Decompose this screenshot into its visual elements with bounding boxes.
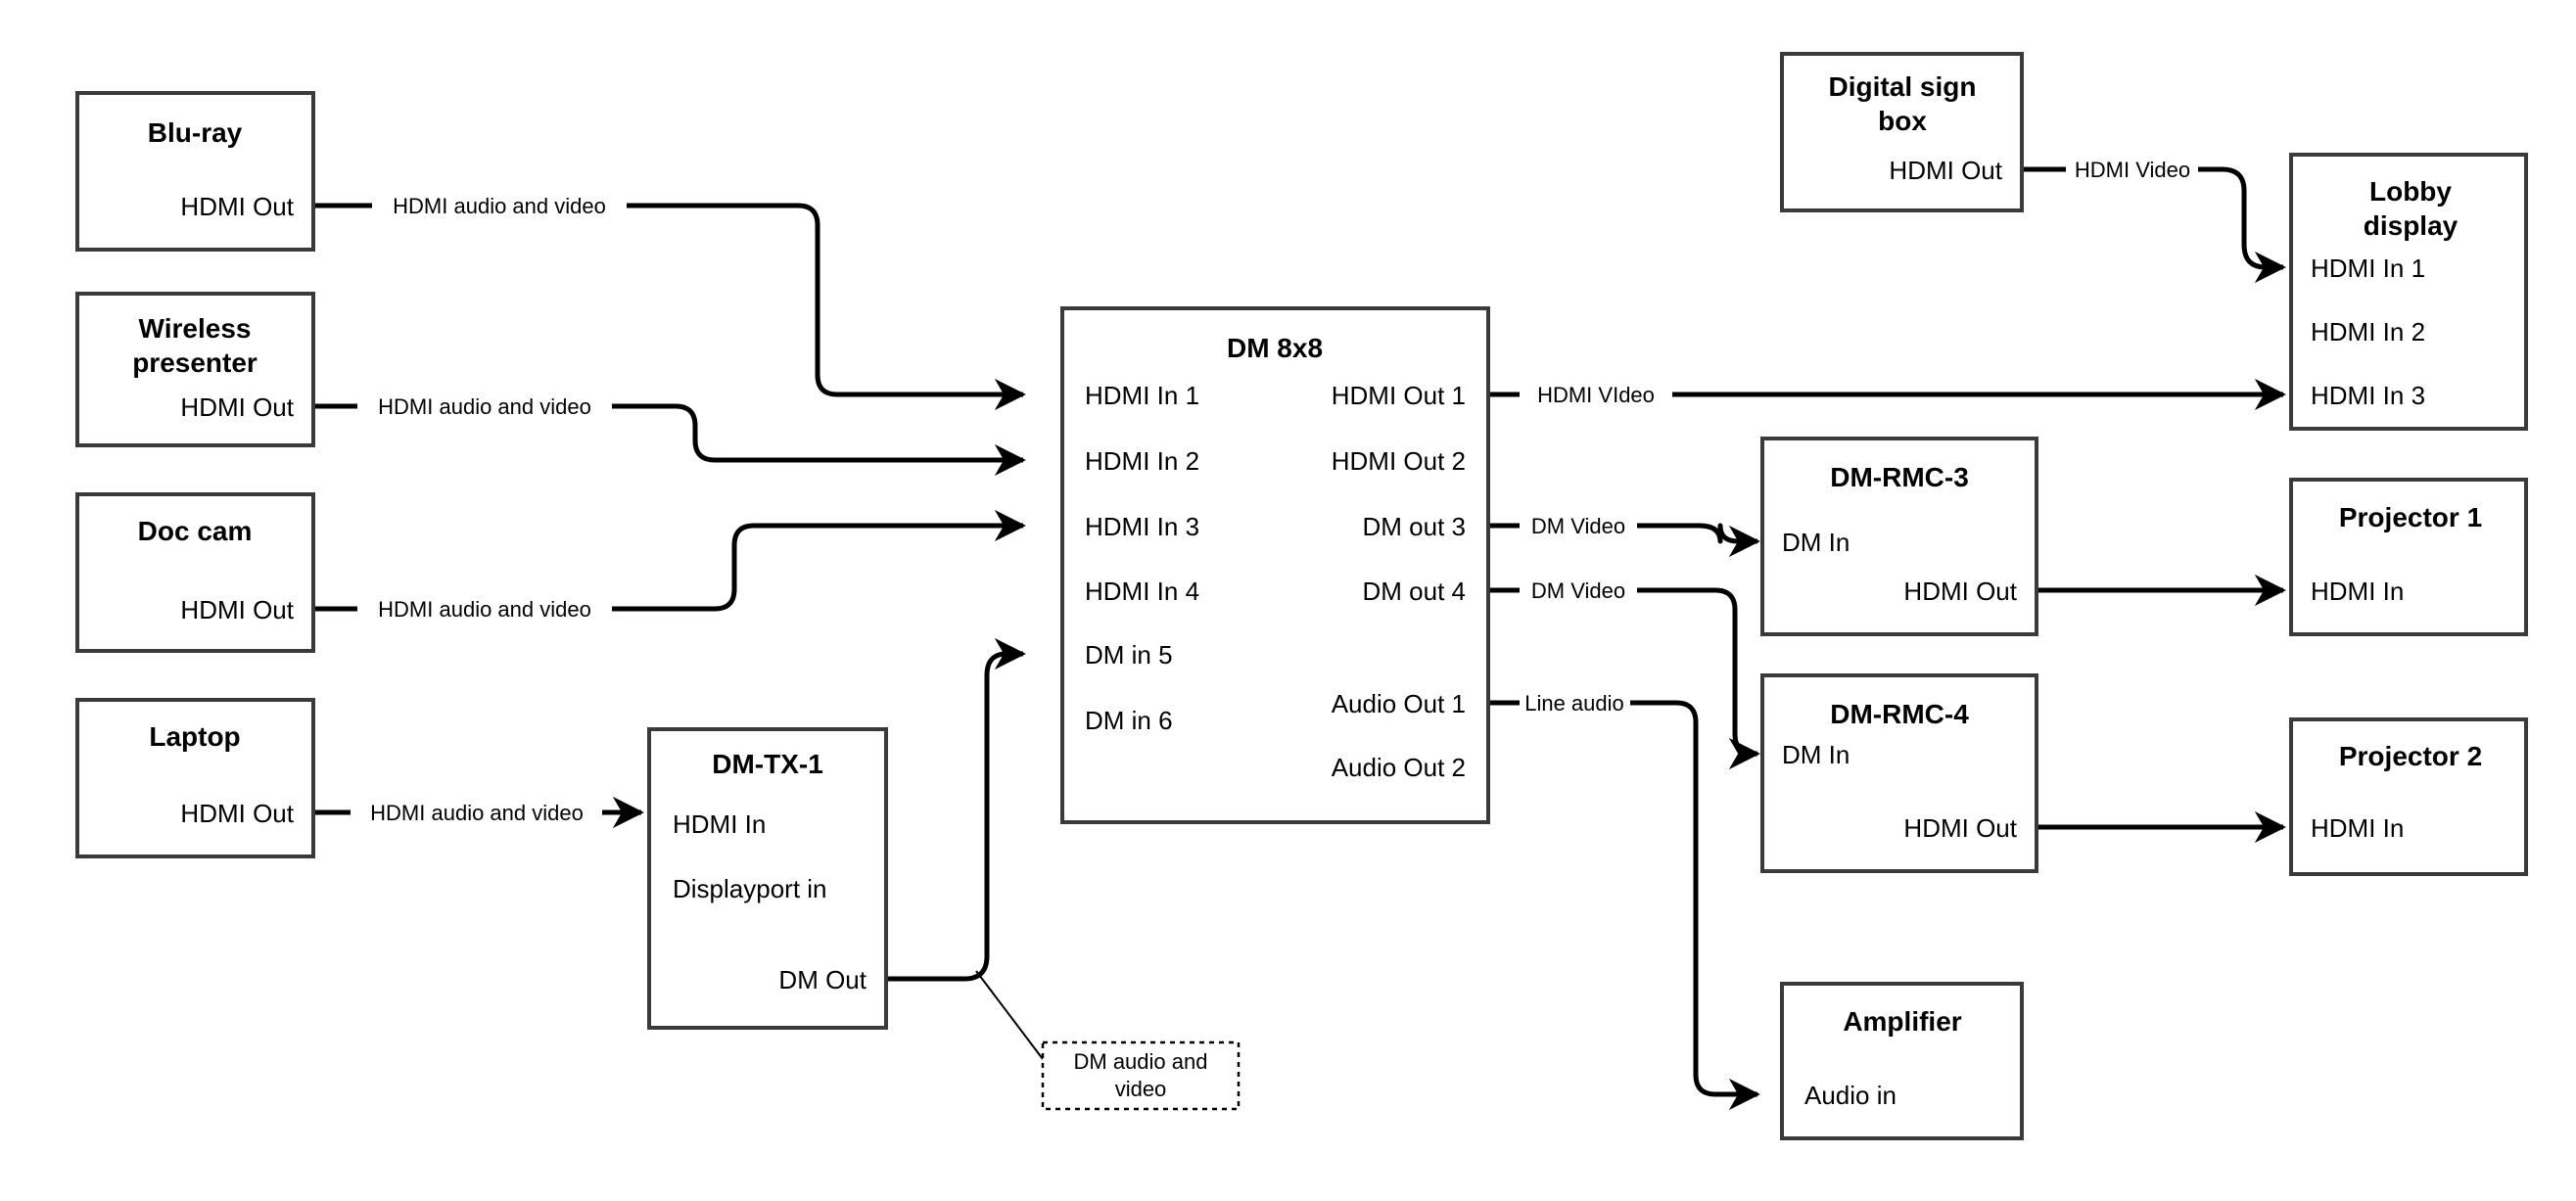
device-dm-rmc-3[interactable]: DM-RMC-3 DM In HDMI Out: [1760, 437, 2038, 636]
device-dm-tx-1-title: DM-TX-1: [712, 749, 823, 779]
link-label-wireless-to-dm8x8: HDMI audio and video: [378, 394, 591, 419]
device-lobby-display[interactable]: Lobby display HDMI In 1 HDMI In 2 HDMI I…: [2289, 153, 2528, 431]
device-laptop-title: Laptop: [149, 721, 240, 752]
leader-dm-audio-video-note: [975, 970, 1044, 1060]
device-projector-2-port-hdmi-in: HDMI In: [2311, 813, 2404, 843]
note-dm-audio-and-video-line2: video: [1115, 1077, 1167, 1101]
link-label-signbox-to-lobby: HDMI Video: [2075, 158, 2190, 182]
note-dm-audio-and-video: DM audio and video: [1041, 1040, 1241, 1111]
note-dm-audio-and-video-box: [1041, 1040, 1241, 1111]
link-label-hdmiout1-to-lobby: HDMI VIdeo: [1537, 383, 1655, 407]
link-label-dmout4-to-rmc4: DM Video: [1531, 578, 1625, 603]
wire-wireless-to-dm8x8: [313, 403, 1023, 460]
device-wireless-presenter-title-line2: presenter: [132, 347, 258, 378]
device-wireless-presenter-port-hdmi-out: HDMI Out: [180, 393, 294, 422]
wire-audioout1-to-amplifier: [1488, 700, 1757, 1094]
device-lobby-display-port-hdmi-in-1: HDMI In 1: [2311, 254, 2425, 283]
device-bluray-title: Blu-ray: [148, 117, 243, 148]
device-projector-1[interactable]: Projector 1 HDMI In: [2289, 478, 2528, 636]
link-label-audioout1-to-amplifier: Line audio: [1524, 691, 1624, 716]
device-amplifier[interactable]: Amplifier Audio in: [1780, 982, 2024, 1140]
device-bluray-port-hdmi-out: HDMI Out: [180, 192, 294, 221]
device-digital-sign-box-title-line2: box: [1878, 106, 1927, 136]
link-label-bluray-to-dm8x8: HDMI audio and video: [393, 194, 606, 218]
device-dm-rmc-4-port-dm-in: DM In: [1782, 740, 1850, 769]
device-dm-rmc-3-port-dm-in: DM In: [1782, 528, 1850, 557]
device-amplifier-box[interactable]: [1780, 982, 2024, 1140]
wire-bluray-to-dm8x8: [313, 203, 1023, 394]
device-dm-8x8-input-5: DM in 5: [1085, 640, 1173, 670]
device-wireless-presenter[interactable]: Wireless presenter HDMI Out: [75, 292, 315, 447]
device-laptop[interactable]: Laptop HDMI Out: [75, 698, 315, 858]
wire-dmtx1-to-dm8x8: [886, 637, 1026, 982]
device-lobby-display-title-line1: Lobby: [2369, 176, 2452, 207]
device-laptop-box[interactable]: [75, 698, 315, 858]
device-dm-8x8-input-2: HDMI In 2: [1085, 446, 1199, 476]
device-dm-rmc-3-title: DM-RMC-3: [1830, 462, 1969, 492]
device-projector-2[interactable]: Projector 2 HDMI In: [2289, 717, 2528, 876]
device-doc-cam-title: Doc cam: [138, 516, 253, 546]
device-dm-tx-1[interactable]: DM-TX-1 HDMI In Displayport in DM Out: [647, 727, 888, 1030]
device-dm-8x8-input-1: HDMI In 1: [1085, 381, 1199, 410]
device-dm-8x8[interactable]: DM 8x8 HDMI In 1 HDMI In 2 HDMI In 3 HDM…: [1060, 306, 1490, 824]
device-digital-sign-box-port-hdmi-out: HDMI Out: [1889, 156, 2002, 185]
device-digital-sign-box[interactable]: Digital sign box HDMI Out: [1780, 52, 2024, 212]
link-label-doccam-to-dm8x8: HDMI audio and video: [378, 597, 591, 622]
wire-signbox-to-lobby: [2022, 166, 2283, 267]
wire-doccam-to-dm8x8: [313, 526, 1023, 612]
device-wireless-presenter-box[interactable]: [75, 292, 315, 447]
device-lobby-display-port-hdmi-in-2: HDMI In 2: [2311, 317, 2425, 346]
device-dm-tx-1-box[interactable]: [647, 727, 888, 1030]
device-projector-2-title: Projector 2: [2339, 741, 2482, 771]
device-dm-rmc-4-box[interactable]: [1760, 673, 2038, 873]
device-projector-1-title: Projector 1: [2339, 502, 2482, 532]
link-label-dmout3-to-rmc3: DM Video: [1531, 514, 1625, 538]
device-projector-2-box[interactable]: [2289, 717, 2528, 876]
device-dm-tx-1-port-dm-out: DM Out: [778, 965, 866, 994]
device-dm-8x8-title: DM 8x8: [1227, 333, 1323, 363]
device-dm-8x8-box[interactable]: [1060, 306, 1490, 824]
device-dm-rmc-3-port-hdmi-out: HDMI Out: [1903, 577, 2017, 606]
device-bluray-box[interactable]: [75, 91, 315, 252]
device-digital-sign-box-title-line1: Digital sign: [1829, 71, 1977, 102]
device-dm-rmc-4-title: DM-RMC-4: [1830, 699, 1969, 729]
device-projector-1-port-hdmi-in: HDMI In: [2311, 577, 2404, 606]
device-dm-rmc-3-box[interactable]: [1760, 437, 2038, 636]
device-dm-rmc-4[interactable]: DM-RMC-4 DM In HDMI Out: [1760, 673, 2038, 873]
device-wireless-presenter-title-line1: Wireless: [139, 313, 252, 344]
device-dm-8x8-output-2: HDMI Out 2: [1332, 446, 1466, 476]
wire-dmout3-to-rmc3: [1488, 526, 1757, 541]
device-doc-cam-port-hdmi-out: HDMI Out: [180, 595, 294, 624]
device-dm-tx-1-port-displayport-in: Displayport in: [673, 874, 827, 903]
device-dm-8x8-input-3: HDMI In 3: [1085, 512, 1199, 541]
wire-dmout4-to-rmc4: [1488, 587, 1757, 754]
device-bluray[interactable]: Blu-ray HDMI Out: [75, 91, 315, 252]
device-dm-8x8-output-1: HDMI Out 1: [1332, 381, 1466, 410]
device-amplifier-title: Amplifier: [1843, 1006, 1961, 1037]
device-dm-8x8-input-4: HDMI In 4: [1085, 577, 1199, 606]
device-lobby-display-box[interactable]: [2289, 153, 2528, 431]
device-dm-tx-1-port-hdmi-in: HDMI In: [673, 809, 766, 839]
device-lobby-display-title-line2: display: [2364, 210, 2459, 241]
device-amplifier-port-audio-in: Audio in: [1804, 1081, 1897, 1110]
device-dm-8x8-output-3: DM out 3: [1363, 512, 1467, 541]
device-dm-rmc-4-port-hdmi-out: HDMI Out: [1903, 813, 2017, 843]
device-doc-cam[interactable]: Doc cam HDMI Out: [75, 492, 315, 653]
device-dm-8x8-input-6: DM in 6: [1085, 706, 1173, 735]
device-lobby-display-port-hdmi-in-3: HDMI In 3: [2311, 381, 2425, 410]
note-dm-audio-and-video-line1: DM audio and: [1074, 1049, 1208, 1074]
device-dm-8x8-output-4: DM out 4: [1363, 577, 1467, 606]
device-projector-1-box[interactable]: [2289, 478, 2528, 636]
device-digital-sign-box-box[interactable]: [1780, 52, 2024, 212]
device-dm-8x8-output-5: Audio Out 1: [1332, 689, 1466, 718]
device-dm-8x8-output-6: Audio Out 2: [1332, 753, 1466, 782]
device-doc-cam-box[interactable]: [75, 492, 315, 653]
device-laptop-port-hdmi-out: HDMI Out: [180, 799, 294, 828]
link-label-laptop-to-dmtx1: HDMI audio and video: [370, 801, 584, 825]
